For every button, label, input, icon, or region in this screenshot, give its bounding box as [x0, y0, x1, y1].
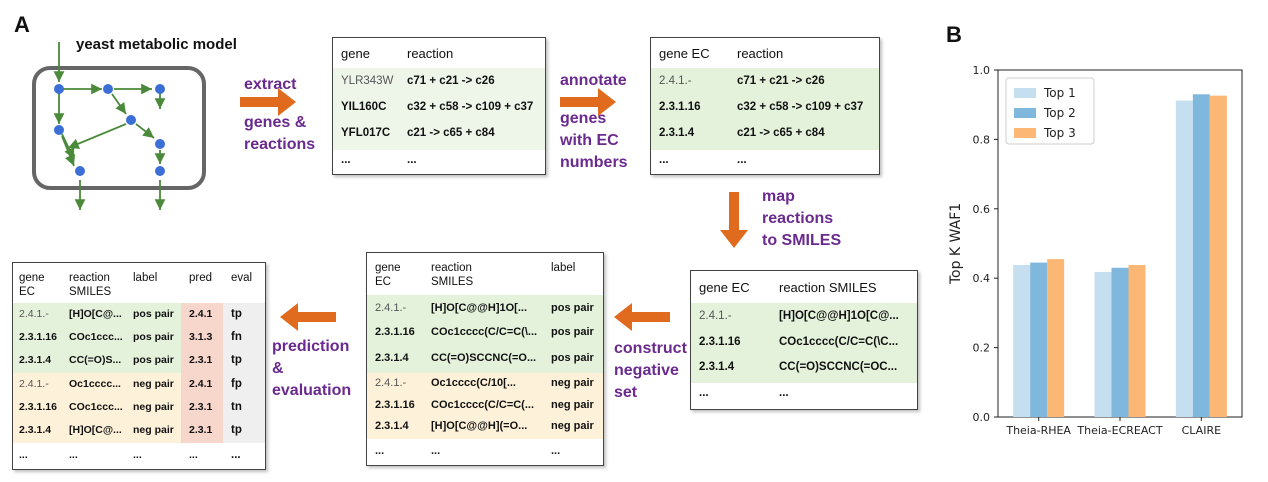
table-body-green — [333, 68, 545, 150]
bar — [1209, 95, 1227, 417]
x-tick-label: Theia-ECREACT — [1076, 424, 1162, 437]
table-genes-reactions: gene reaction YLR343W c71 + c21 -> c26 Y… — [332, 37, 546, 175]
table-prediction-evaluation: gene EC reaction SMILES label pred eval … — [12, 262, 266, 470]
table-row: ... ... — [341, 154, 417, 166]
table-header: gene EC reaction SMILES — [699, 280, 877, 295]
legend-label: Top 3 — [1043, 126, 1076, 140]
table-body-yellow — [13, 373, 181, 443]
step-extract: extract genes & reactions — [244, 76, 316, 153]
step-predict: prediction & evaluation — [272, 338, 352, 399]
step-map: map reactions to SMILES — [762, 188, 842, 249]
y-tick-label: 0.6 — [973, 203, 991, 216]
bar — [1128, 265, 1146, 417]
bar — [1094, 271, 1112, 417]
table-header: gene EC reaction SMILES label — [375, 262, 576, 288]
table-row: 2.4.1.- [H]O[C@@H]1O[C@... — [699, 310, 899, 322]
table-row: ... ... — [699, 387, 789, 399]
model-title: yeast metabolic model — [76, 36, 237, 53]
table-row: 2.4.1.- Oc1cccc... neg pair 2.4.1 fp — [19, 378, 242, 390]
eval-column-bg — [223, 303, 265, 443]
table-row: YIL160C c32 + c58 -> c109 + c37 — [341, 101, 534, 113]
table-row: 2.3.1.16 COc1cccc(C/C=C(\... pos pair — [375, 326, 594, 338]
x-tick-label: Theia-RHEA — [1005, 424, 1071, 437]
table-row: 2.3.1.4 [H]O[C@... neg pair 2.3.1 tp — [19, 424, 242, 436]
arrow-construct — [614, 303, 670, 331]
table-row: 2.3.1.16 c32 + c58 -> c109 + c37 — [659, 101, 864, 113]
legend-label: Top 1 — [1043, 86, 1076, 100]
arrow-annotate — [560, 88, 616, 116]
step-annotate: annotate genes with EC numbers — [560, 72, 628, 171]
table-gene-ec-smiles: gene EC reaction SMILES 2.4.1.- [H]O[C@@… — [690, 270, 918, 410]
arrow-map — [720, 192, 748, 248]
table-row: 2.3.1.16 COc1cccc(C/C=C(... neg pair — [375, 399, 594, 411]
metabolic-network-diagram — [32, 42, 206, 210]
table-negative-set: gene EC reaction SMILES label 2.4.1.- [H… — [366, 252, 604, 466]
y-axis-label: Top K WAF1 — [948, 203, 964, 285]
table-row: 2.3.1.4 CC(=O)SCCNC(=O... pos pair — [375, 352, 594, 364]
bar — [1013, 265, 1031, 417]
table-row: 2.3.1.4 CC(=O)S... pos pair 2.3.1 tp — [19, 354, 242, 366]
table-row: ... ... ... ... ... — [19, 449, 241, 461]
table-row: 2.4.1.- [H]O[C@@H]1O[... pos pair — [375, 302, 594, 314]
table-row: 2.3.1.16 COc1cccc(C/C=C(\C... — [699, 336, 899, 348]
table-header: gene EC reaction — [659, 46, 784, 61]
y-tick-label: 0.0 — [973, 411, 991, 424]
panel-letter-b: B — [946, 22, 962, 47]
bar — [1030, 262, 1048, 417]
bar — [1111, 267, 1129, 417]
table-row: 2.3.1.16 COc1ccc... pos pair 3.1.3 fn — [19, 331, 242, 343]
table-body-yellow — [367, 373, 603, 439]
panel-letter-a: A — [14, 12, 30, 37]
table-body-green — [13, 303, 181, 373]
table-row: YLR343W c71 + c21 -> c26 — [341, 75, 495, 87]
y-tick-label: 0.8 — [973, 133, 991, 146]
x-tick-label: CLAIRE — [1182, 424, 1221, 437]
table-body-green — [651, 68, 879, 150]
table-row: 2.4.1.- Oc1cccc(C/10[... neg pair — [375, 377, 594, 389]
table-row: 2.3.1.4 [H]O[C@@H](=O... neg pair — [375, 420, 594, 432]
table-row: 2.4.1.- c71 + c21 -> c26 — [659, 75, 825, 87]
legend-label: Top 2 — [1043, 106, 1076, 120]
table-body-green — [367, 295, 603, 373]
y-tick-label: 0.4 — [973, 272, 991, 285]
table-row: 2.3.1.4 CC(=O)SCCNC(=OC... — [699, 361, 898, 373]
table-row: 2.3.1.4 c21 -> c65 + c84 — [659, 127, 825, 139]
y-tick-label: 1.0 — [973, 64, 991, 77]
pred-column-bg — [181, 303, 223, 443]
bar — [1175, 100, 1193, 417]
table-row: 2.3.1.16 COc1ccc... neg pair 2.3.1 tn — [19, 401, 242, 413]
step-construct: construct negative set — [614, 340, 687, 401]
table-header: gene EC reaction SMILES label pred eval — [19, 272, 253, 298]
bar — [1192, 94, 1210, 417]
legend-swatch — [1014, 108, 1036, 118]
table-gene-ec-reactions: gene EC reaction 2.4.1.- c71 + c21 -> c2… — [650, 37, 880, 175]
legend-swatch — [1014, 128, 1036, 138]
arrow-predict — [280, 303, 336, 331]
table-row: ... ... — [659, 154, 747, 166]
bar — [1047, 259, 1065, 417]
table-header: gene reaction — [341, 46, 454, 61]
table-row: 2.4.1.- [H]O[C@... pos pair 2.4.1 tp — [19, 308, 242, 320]
legend-swatch — [1014, 88, 1036, 98]
arrow-extract — [240, 88, 296, 116]
table-body-green — [691, 303, 917, 383]
table-row: YFL017C c21 -> c65 + c84 — [341, 127, 495, 139]
table-row: ... ... ... — [375, 445, 561, 457]
y-tick-label: 0.2 — [973, 342, 991, 355]
